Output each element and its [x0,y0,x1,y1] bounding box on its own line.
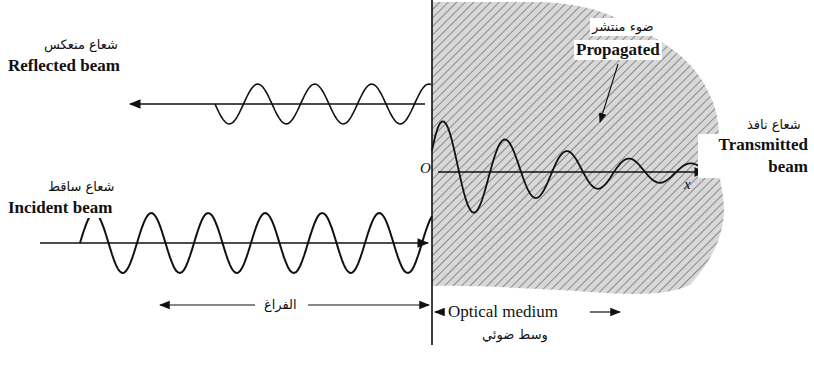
medium-arrow [590,311,620,312]
optical-medium-region [432,2,724,294]
beam-label: Reflected beam [6,56,122,76]
arabic-label: شعاع ساقط [46,178,116,196]
region-label: الفراغ [262,296,299,314]
vacuum-arrow [160,304,255,305]
boundary-line [431,0,433,345]
origin-label: O [418,160,433,176]
medium-arrow [435,311,444,312]
arabic-label: ضوء منتشر [590,18,656,36]
beam-label: Transmitted beam [698,134,810,178]
reflected-wave [215,84,431,124]
region-label: وسط ضوئي [480,326,550,344]
arabic-label: شعاع نافذ [745,116,803,134]
axis-label: x [682,176,693,192]
beam-label: Incident beam [6,198,114,218]
transmitted-wave [432,121,700,212]
region-label: Optical medium [446,302,560,322]
leader-line [600,64,618,122]
incident-arrow [40,242,428,243]
reflected-arrow [130,103,425,104]
vacuum-arrow [308,304,429,305]
arabic-label: شعاع منعكس [42,36,120,54]
x-axis [438,171,705,172]
incident-wave [80,213,432,273]
beam-label: Propagated [574,40,662,60]
